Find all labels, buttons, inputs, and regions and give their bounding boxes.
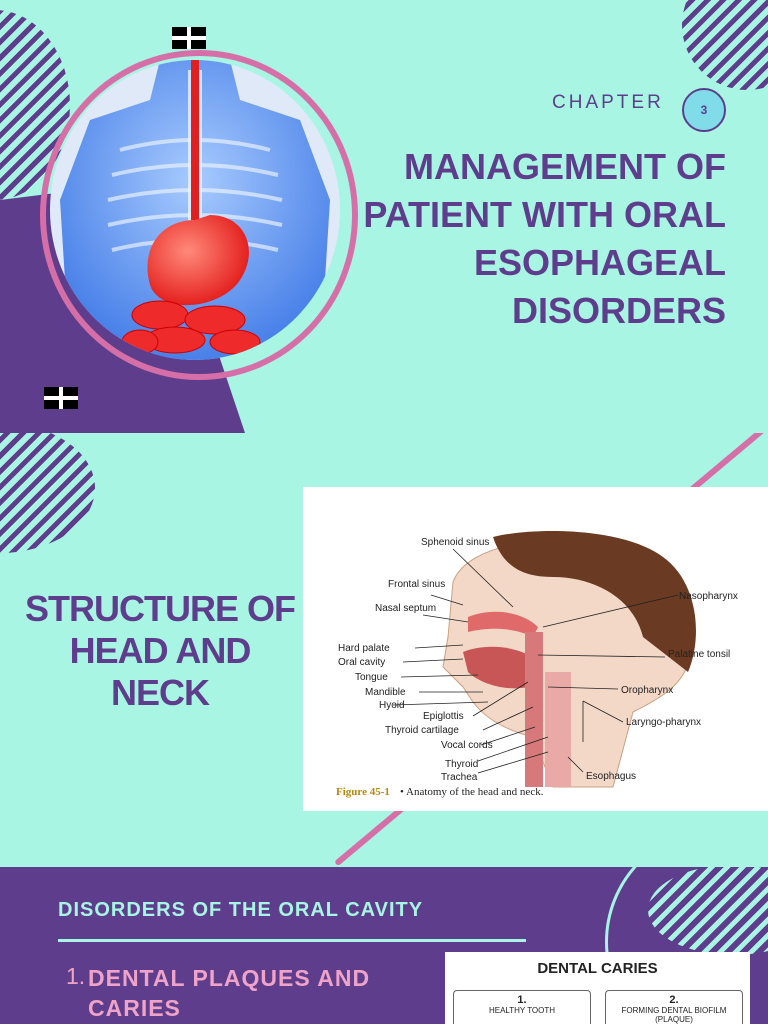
pink-diagonal-line bbox=[688, 433, 768, 494]
label-hyoid: Hyoid bbox=[379, 700, 405, 711]
label-thyroid: Thyroid bbox=[445, 759, 478, 770]
striped-circle-decoration bbox=[0, 433, 95, 553]
pink-ring-decoration bbox=[40, 50, 358, 380]
dental-caries-image: DENTAL CARIES 1. HEALTHY TOOTH 2. FORMIN… bbox=[445, 952, 750, 1024]
label-oral-cavity: Oral cavity bbox=[338, 657, 385, 668]
structure-section: STRUCTURE OF HEAD AND NECK bbox=[0, 433, 768, 867]
caries-image-title: DENTAL CARIES bbox=[537, 960, 658, 977]
label-tongue: Tongue bbox=[355, 672, 388, 683]
label-vocal-cords: Vocal cords bbox=[441, 740, 493, 751]
label-laryngopharynx: Laryngo-pharynx bbox=[626, 717, 701, 728]
outline-circle-decoration bbox=[605, 867, 768, 1024]
plus-flag-icon bbox=[172, 27, 206, 49]
disorders-heading: DISORDERS OF THE ORAL CAVITY bbox=[58, 899, 424, 921]
label-nasal-septum: Nasal septum bbox=[375, 603, 436, 614]
label-thyroid-cartilage: Thyroid cartilage bbox=[385, 725, 459, 736]
title-section: CHAPTER 3 MANAGEMENT OF PATIENT WITH ORA… bbox=[0, 0, 768, 433]
label-sphenoid-sinus: Sphenoid sinus bbox=[421, 537, 489, 548]
label-epiglottis: Epiglottis bbox=[423, 711, 464, 722]
caries-box-healthy: 1. HEALTHY TOOTH bbox=[453, 990, 591, 1024]
plus-flag-icon bbox=[44, 387, 78, 409]
heading-divider bbox=[58, 939, 526, 942]
list-item-text: DENTAL PLAQUES AND CARIES bbox=[88, 965, 371, 1021]
caries-box-label: FORMING DENTAL BIOFILM (PLAQUE) bbox=[621, 1006, 727, 1024]
label-hard-palate: Hard palate bbox=[338, 643, 390, 654]
page-title: MANAGEMENT OF PATIENT WITH ORAL ESOPHAGE… bbox=[363, 146, 726, 331]
label-nasopharynx: Nasopharynx bbox=[679, 591, 738, 602]
label-frontal-sinus: Frontal sinus bbox=[388, 579, 445, 590]
caries-box-biofilm: 2. FORMING DENTAL BIOFILM (PLAQUE) bbox=[605, 990, 743, 1024]
head-neck-anatomy-figure: Sphenoid sinus Frontal sinus Nasal septu… bbox=[303, 487, 768, 811]
figure-caption-number: Figure 45-1 bbox=[336, 786, 390, 798]
label-oropharynx: Oropharynx bbox=[621, 685, 673, 696]
figure-caption-text: • Anatomy of the head and neck. bbox=[400, 786, 544, 798]
section-title: STRUCTURE OF HEAD AND NECK bbox=[25, 588, 296, 713]
caries-box-label: HEALTHY TOOTH bbox=[488, 1006, 556, 1015]
caries-box-number: 1. bbox=[517, 994, 527, 1006]
list-item-number: 1. bbox=[66, 963, 86, 989]
disorders-section: DISORDERS OF THE ORAL CAVITY 1. DENTAL P… bbox=[0, 867, 768, 1024]
label-esophagus: Esophagus bbox=[586, 771, 636, 782]
torso-illustration bbox=[50, 60, 340, 360]
striped-circle-decoration bbox=[682, 0, 768, 90]
chapter-number-badge: 3 bbox=[682, 88, 726, 132]
label-palatine-tonsil: Palatine tonsil bbox=[668, 649, 730, 660]
chapter-label: CHAPTER bbox=[552, 92, 664, 113]
caries-box-number: 2. bbox=[669, 994, 679, 1006]
label-trachea: Trachea bbox=[441, 772, 478, 783]
label-mandible: Mandible bbox=[365, 687, 406, 698]
